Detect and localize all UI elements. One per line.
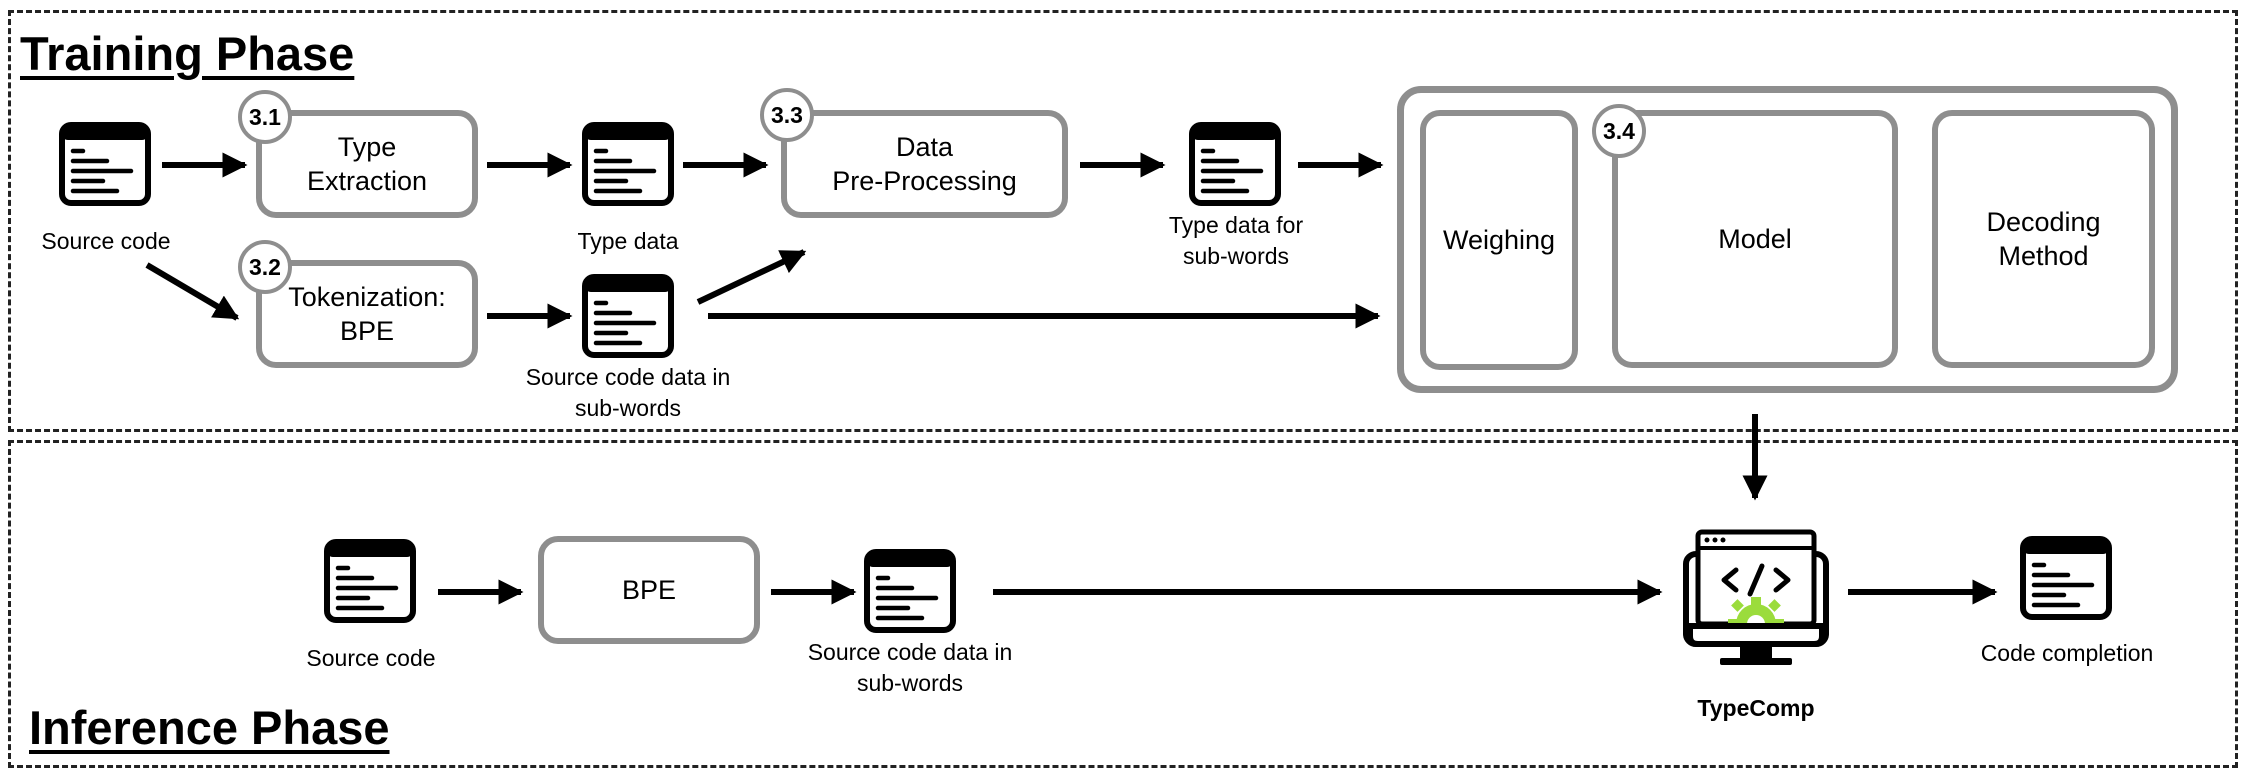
arrow-subwords-to-preprocessing	[696, 249, 807, 305]
type-subword-label: Type data for sub-words	[1168, 212, 1304, 269]
inference-subword-code-label: Source code data in sub-words	[807, 639, 1013, 696]
decoding-box: Decoding Method	[1932, 110, 2155, 368]
arrow-source-to-tokenization	[145, 262, 240, 321]
model-group-box	[1397, 86, 2178, 393]
code-document-icon	[2020, 536, 2112, 620]
model-box: Model	[1612, 110, 1898, 368]
code-document-icon	[582, 274, 674, 358]
tokenization-box: Tokenization: BPE	[256, 260, 478, 368]
weighing-box: Weighing	[1420, 110, 1578, 370]
tokenization-badge: 3.2	[238, 240, 292, 294]
code-document-icon	[864, 549, 956, 633]
code-document-icon	[59, 122, 151, 206]
code-document-icon	[582, 122, 674, 206]
model-badge: 3.4	[1592, 104, 1646, 158]
preprocessing-box: Data Pre-Processing	[781, 110, 1068, 218]
bpe-box: BPE	[538, 536, 760, 644]
subword-code-label: Source code data in sub-words	[525, 364, 731, 421]
training-phase-title: Training Phase	[20, 27, 355, 80]
training-source-label: Source code	[41, 228, 171, 254]
type-data-label: Type data	[577, 228, 679, 254]
typecomp-label: TypeComp	[1697, 695, 1815, 721]
code-document-icon	[324, 539, 416, 623]
preprocessing-badge: 3.3	[760, 88, 814, 142]
inference-phase-title: Inference Phase	[29, 701, 390, 754]
inference-phase-region	[8, 440, 2238, 768]
typecomp-monitor-icon	[1683, 529, 1829, 665]
code-document-icon	[1189, 122, 1281, 206]
type-extraction-box: Type Extraction	[256, 110, 478, 218]
type-extraction-badge: 3.1	[238, 90, 292, 144]
code-completion-label: Code completion	[1980, 640, 2154, 666]
training-phase-region	[8, 10, 2238, 432]
inference-source-label: Source code	[306, 645, 436, 671]
